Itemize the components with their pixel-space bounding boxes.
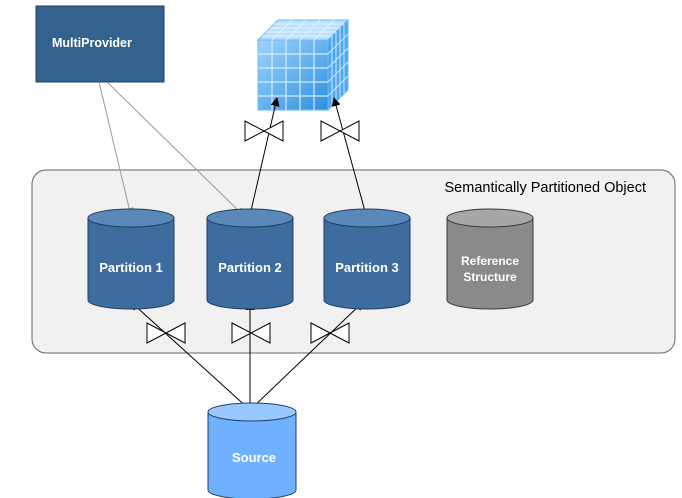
source-cylinder[interactable] xyxy=(207,402,297,498)
source-label: Source xyxy=(232,450,276,465)
reference-structure-cylinder[interactable] xyxy=(446,208,534,310)
valve-partition-2-icon xyxy=(231,322,271,344)
partition-2-label: Partition 2 xyxy=(218,260,282,275)
source-to-partition-connectors xyxy=(130,301,364,411)
container-title: Semantically Partitioned Object xyxy=(445,180,647,196)
valve-partition-3-icon xyxy=(310,322,350,344)
valves xyxy=(146,120,360,344)
partition-3-label: Partition 3 xyxy=(335,260,399,275)
partition-1-cylinder[interactable] xyxy=(87,208,175,310)
valve-partition-1-icon xyxy=(146,322,186,344)
valve-cube-right-icon xyxy=(320,120,360,142)
reference-label-line2: Structure xyxy=(463,270,517,284)
partition-1-label: Partition 1 xyxy=(99,260,163,275)
partition-3-cylinder[interactable] xyxy=(323,208,411,310)
multiprovider-connectors xyxy=(98,81,245,217)
partition-2-cylinder[interactable] xyxy=(206,208,294,310)
reference-label-line1: Reference xyxy=(461,254,519,268)
multiprovider-label: MultiProvider xyxy=(52,36,132,50)
infocube-icon[interactable] xyxy=(256,18,350,112)
partition-to-cube-connectors xyxy=(249,97,367,216)
multiprovider-box[interactable]: MultiProvider xyxy=(35,5,165,83)
valve-cube-left-icon xyxy=(244,120,284,142)
